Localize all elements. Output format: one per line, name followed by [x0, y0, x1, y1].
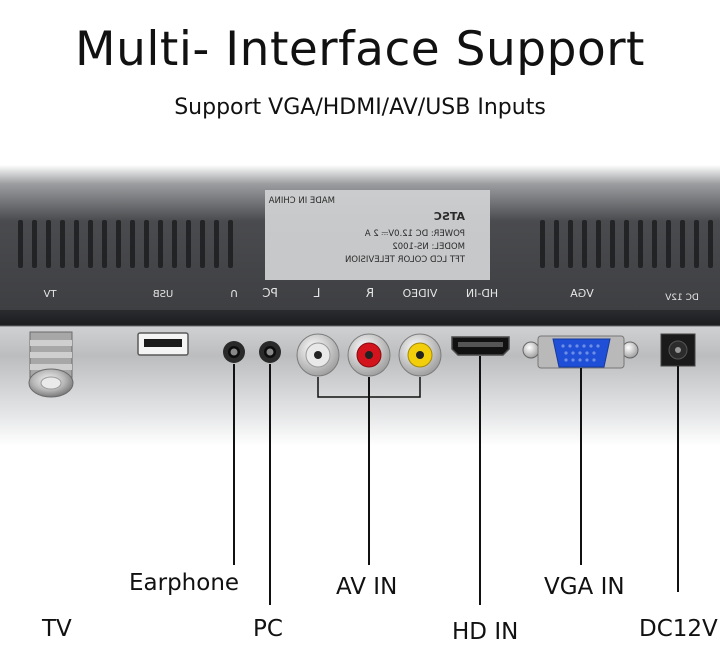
- vga-port: [522, 335, 639, 369]
- rating-label-line2: MODEL: NS-1002: [392, 242, 465, 252]
- rating-label-line1: TFT LCD COLOR TELEVISION: [345, 255, 466, 265]
- panel-label-tv: TV: [43, 289, 57, 300]
- pc-audio-jack: [259, 341, 281, 363]
- rca-jack-right-red: [347, 333, 391, 377]
- callout-earphone: Earphone: [129, 570, 240, 596]
- tv-coax-port: [28, 331, 74, 398]
- callout-dc12v: DC12V: [639, 616, 718, 642]
- earphone-jack: [223, 341, 245, 363]
- panel-label-l: L: [313, 286, 320, 300]
- panel-label-usb: USB: [153, 289, 174, 300]
- callout-av-in: AV IN: [336, 574, 398, 600]
- callout-hd-in: HD IN: [452, 619, 519, 645]
- callout-vga-in: VGA IN: [544, 574, 625, 600]
- dc-power-jack: [660, 333, 696, 367]
- usb-port: [137, 332, 189, 356]
- callout-pc: PC: [253, 616, 283, 642]
- rca-jack-left-white: [296, 333, 340, 377]
- panel-label-vga: VGA: [570, 287, 594, 300]
- rating-label-line5: MADE IN CHINA: [268, 196, 335, 206]
- rating-label-line4: ATSC: [434, 210, 465, 223]
- panel-label-video: VIDEO: [402, 287, 437, 300]
- panel-label-pc: PC: [262, 286, 278, 300]
- headline: Multi- Interface Support: [75, 22, 645, 77]
- panel-label-dc: DC 12V: [664, 293, 699, 303]
- rating-label-line3: POWER: DC 12.0V⎓ 2 A: [365, 229, 465, 239]
- callout-tv: TV: [42, 616, 72, 642]
- panel-label-r: R: [366, 286, 374, 300]
- hdmi-port: [451, 336, 510, 356]
- rca-jack-video-yellow: [398, 333, 442, 377]
- subline: Support VGA/HDMI/AV/USB Inputs: [174, 95, 546, 120]
- panel-label-hd-in: HD-IN: [466, 287, 498, 300]
- panel-label-earphone: ∩: [230, 286, 239, 300]
